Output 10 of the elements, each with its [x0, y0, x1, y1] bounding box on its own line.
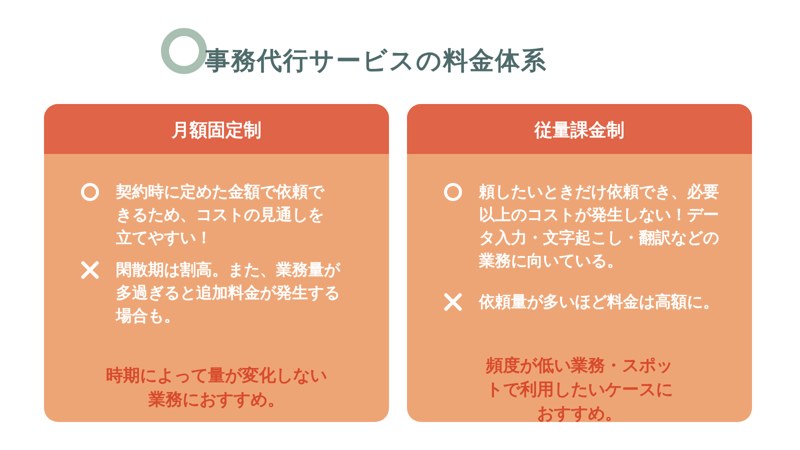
disadvantage-text: 閑散期は割高。また、業務量が多過ぎると追加料金が発生する場合も。 — [116, 259, 342, 327]
recommendation-text: 時期によって量が変化しない業務におすすめ。 — [105, 365, 328, 412]
advantage-text: 頼したいときだけ依頼でき、必要以上のコストが発生しない！データ入力・文字起こし・翻訳などの業務に向いている。 — [479, 181, 720, 272]
card-heading: 月額固定制 — [44, 104, 389, 154]
plan-card — [407, 104, 752, 422]
plan-card — [44, 104, 389, 422]
disadvantage-text: 依頼量が多いほど料金は高額に。 — [479, 291, 719, 313]
advantage-text: 契約時に定めた金額で依頼できるため、コストの見通しを立てやすい！ — [116, 181, 326, 249]
title: 事務代行サービスの料金体系 — [205, 45, 547, 77]
card-heading: 従量課金制 — [407, 104, 752, 154]
